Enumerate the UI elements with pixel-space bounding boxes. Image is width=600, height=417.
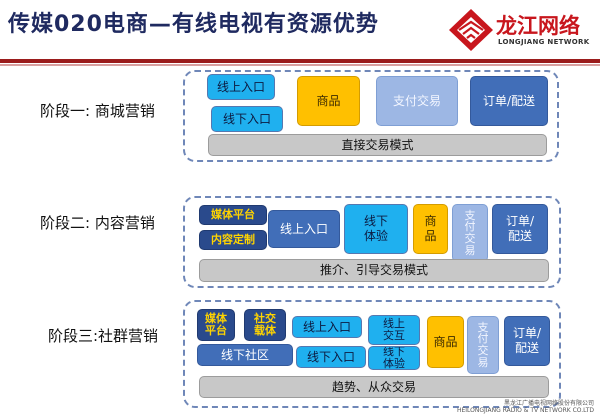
footer-company: 黑龙江广播电视网络股份有限公司 HEILONGJIANG RADIO & TV … bbox=[456, 400, 594, 414]
stage2-media-platform: 媒体平台 bbox=[199, 205, 267, 225]
stage1-mode-bar: 直接交易模式 bbox=[208, 134, 547, 156]
stage3-panel bbox=[183, 300, 561, 408]
stage1-offline-entry: 线下入口 bbox=[211, 106, 283, 132]
logo-subtitle: LONGJIANG NETWORK bbox=[498, 38, 590, 46]
stage3-label: 阶段三:社群营销 bbox=[48, 327, 159, 345]
company-logo: 龙江网络 LONGJIANG NETWORK bbox=[448, 8, 598, 52]
stage1-panel bbox=[183, 70, 559, 162]
logo-name: 龙江网络 bbox=[496, 14, 580, 38]
stage2-order-delivery: 订单/ 配送 bbox=[492, 204, 548, 254]
longjiang-logo-icon bbox=[449, 9, 493, 51]
stage2-payment: 支 付 交 易 bbox=[452, 204, 488, 262]
footer-company-en: HEILONGJIANG RADIO & TV NETWORK CO.LTD bbox=[456, 406, 594, 414]
stage2-offline-experience: 线下 体验 bbox=[344, 204, 408, 254]
stage2-label: 阶段二: 内容营销 bbox=[40, 214, 155, 232]
header-rule bbox=[0, 59, 600, 63]
stage1-online-entry: 线上入口 bbox=[207, 74, 275, 100]
stage3-goods: 商品 bbox=[427, 316, 464, 368]
stage1-goods: 商品 bbox=[297, 76, 360, 126]
header-rule-thin bbox=[0, 64, 600, 66]
stage2-online-entry: 线上入口 bbox=[268, 210, 340, 248]
stage3-social-carrier: 社交 载体 bbox=[244, 309, 286, 341]
stage3-media-platform: 媒体 平台 bbox=[197, 309, 235, 341]
stage1-order-delivery: 订单/配送 bbox=[470, 76, 548, 126]
stage3-offline-experience: 线下 体验 bbox=[368, 346, 420, 370]
stage3-payment: 支 付 交 易 bbox=[467, 316, 499, 374]
stage2-mode-bar: 推介、引导交易模式 bbox=[199, 259, 549, 282]
stage3-offline-entry: 线下入口 bbox=[296, 346, 366, 368]
footer-company-cn: 黑龙江广播电视网络股份有限公司 bbox=[503, 400, 594, 407]
stage1-payment: 支付交易 bbox=[376, 76, 458, 126]
page-title: 传媒020电商—有线电视有资源优势 bbox=[8, 12, 379, 37]
stage2-goods: 商 品 bbox=[413, 204, 448, 254]
stage3-mode-bar: 趋势、从众交易 bbox=[199, 376, 549, 398]
stage3-online-entry: 线上入口 bbox=[292, 316, 362, 338]
stage3-online-interaction: 线上 交互 bbox=[368, 315, 420, 345]
stage3-offline-community: 线下社区 bbox=[197, 344, 293, 366]
stage2-panel bbox=[183, 196, 561, 288]
stage2-content-customization: 内容定制 bbox=[199, 230, 267, 250]
stage1-label: 阶段一: 商城营销 bbox=[40, 102, 155, 120]
stage3-order-delivery: 订单/ 配送 bbox=[504, 316, 550, 366]
